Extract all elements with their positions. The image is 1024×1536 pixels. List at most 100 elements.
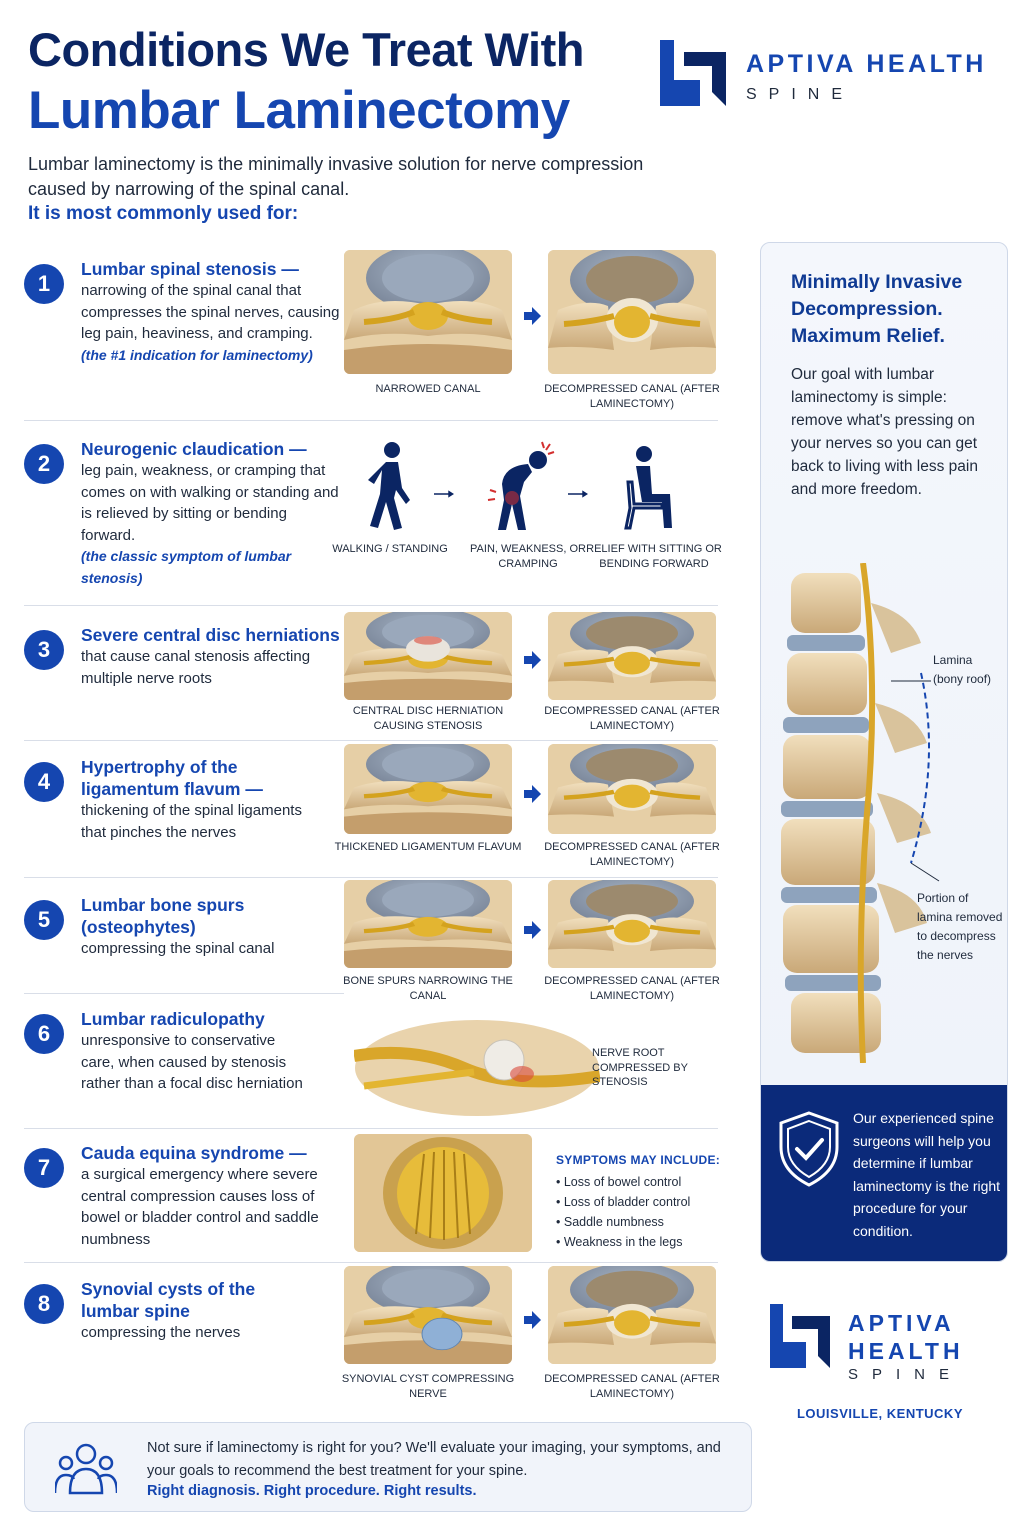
figure-caption: NERVE ROOT COMPRESSED BY STENOSIS (592, 1047, 688, 1088)
footer-text: Not sure if laminectomy is right for you… (147, 1440, 721, 1479)
intro-text: Lumbar laminectomy is the minimally inva… (28, 154, 644, 199)
divider (24, 1262, 718, 1263)
condition-text: Cauda equina syndrome — a surgical emerg… (81, 1142, 321, 1250)
condition-text: Lumbar bone spurs (osteophytes) compress… (81, 894, 301, 960)
caption-right: DECOMPRESSED CANAL (AFTER LAMINECTOMY) (544, 841, 720, 868)
arrow-right-icon (434, 490, 454, 498)
brand-logo-bottom: APTIVA HEALTH SPINE (770, 1300, 1010, 1390)
condition-heading: Severe central disc herniations (81, 625, 340, 645)
condition-body: narrowing of the spinal canal that compr… (81, 282, 340, 342)
condition-row-4: 4 Hypertrophy of the ligamentum flavum —… (24, 744, 720, 876)
synovial-cyst-illustration (344, 1266, 512, 1364)
condition-row-3: 3 Severe central disc herniations that c… (24, 612, 720, 739)
condition-row-7: 7 Cauda equina syndrome — a surgical eme… (24, 1134, 718, 1260)
surgeon-callout: Our experienced spine surgeons will help… (761, 1085, 1007, 1261)
brand-mark-icon (770, 1304, 830, 1368)
footer-banner: Not sure if laminectomy is right for you… (24, 1422, 752, 1512)
footer-tagline: Right diagnosis. Right procedure. Right … (147, 1483, 477, 1499)
intro-subheading: It is most commonly used for: (28, 203, 299, 224)
caption-left: NARROWED CANAL (375, 383, 481, 395)
condition-number: 8 (24, 1284, 64, 1324)
panel-title: Minimally Invasive Decompression. Maximu… (791, 271, 963, 347)
condition-row-1: 1 Lumbar spinal stenosis — narrowing of … (24, 250, 720, 418)
callout-text: Our experienced spine surgeons will help… (853, 1110, 1001, 1239)
condition-row-6: 6 Lumbar radiculopathy unresponsive to c… (24, 1008, 718, 1128)
caption-left: BONE SPURS NARROWING THE CANAL (343, 975, 513, 1002)
figure-caption: WALKING / STANDING (332, 543, 448, 555)
caption-left: CENTRAL DISC HERNIATION CAUSING STENOSIS (352, 705, 504, 732)
condition-number: 6 (24, 1014, 64, 1054)
condition-heading: Hypertrophy of the ligamentum flavum — (81, 757, 263, 799)
condition-heading: Lumbar bone spurs (osteophytes) (81, 895, 245, 937)
condition-row-2: 2 Neurogenic claudication — leg pain, we… (24, 438, 722, 603)
symptoms-title: SYMPTOMS MAY INCLUDE: (556, 1153, 721, 1167)
bone-spurs-illustration (344, 880, 512, 968)
condition-text: Synovial cysts of the lumbar spine compr… (81, 1278, 311, 1344)
arrow-right-icon (524, 1311, 541, 1329)
info-panel: Minimally Invasive Decompression. Maximu… (760, 242, 1008, 1262)
location-text: LOUISVILLE, KENTUCKY (796, 1406, 963, 1421)
decompressed-canal-illustration (548, 250, 716, 374)
walking-person-icon (368, 442, 410, 530)
condition-text: Severe central disc herniations that cau… (81, 624, 351, 689)
condition-body: thickening of the spinal ligaments that … (81, 802, 302, 841)
divider (24, 877, 718, 878)
condition-heading: Lumbar radiculopathy (81, 1009, 265, 1029)
arrow-right-icon (524, 307, 541, 325)
page-title-line1: Conditions We Treat With (28, 23, 584, 76)
divider (24, 420, 718, 421)
caption-right: DECOMPRESSED CANAL (AFTER LAMINECTOMY) (544, 1373, 720, 1400)
condition-heading: Neurogenic claudication — (81, 439, 307, 459)
thickened-ligament-illustration (344, 744, 512, 834)
brand-name-line1: APTIVA (848, 1310, 955, 1336)
figure-caption: RELIEF WITH SITTING OR BENDING FORWARD (586, 543, 722, 570)
condition-body: leg pain, weakness, or cramping that com… (81, 462, 339, 544)
condition-body: a surgical emergency where severe centra… (81, 1166, 319, 1248)
disc-herniation-illustration (344, 612, 512, 700)
symptoms-list: Loss of bowel control Loss of bladder co… (556, 1172, 690, 1252)
caption-right: DECOMPRESSED CANAL (AFTER LAMINECTOMY) (544, 705, 720, 732)
caption-right: DECOMPRESSED CANAL (AFTER LAMINECTOMY) (544, 975, 720, 1002)
condition-note: (the #1 indication for laminectomy) (81, 346, 313, 363)
condition-note: (the classic symptom of lumbar stenosis) (81, 548, 292, 586)
condition-number: 4 (24, 762, 64, 802)
decompressed-canal-illustration (548, 744, 716, 834)
condition-body: compressing the nerves (81, 1324, 241, 1341)
condition-heading: Cauda equina syndrome — (81, 1143, 307, 1163)
brand-name: APTIVA HEALTH (746, 50, 987, 78)
brand-mark-icon (660, 40, 726, 106)
brand-name-line2: HEALTH (848, 1338, 964, 1364)
list-item: Saddle numbness (556, 1212, 690, 1232)
condition-text: Lumbar spinal stenosis — narrowing of th… (81, 258, 341, 366)
divider (24, 740, 718, 741)
condition-number: 3 (24, 630, 64, 670)
arrow-right-icon (524, 921, 541, 939)
condition-row-5: 5 Lumbar bone spurs (osteophytes) compre… (24, 880, 720, 1002)
condition-body: compressing the spinal canal (81, 940, 275, 957)
arrow-right-icon (524, 651, 541, 669)
people-group-icon (55, 1443, 117, 1495)
label-lamina: Lamina (bony roof) (933, 653, 992, 686)
brand-logo-top: APTIVA HEALTH SPINE (660, 40, 1020, 110)
arrow-right-icon (524, 785, 541, 803)
condition-number: 5 (24, 900, 64, 940)
sitting-person-icon (624, 446, 672, 530)
list-item: Loss of bowel control (556, 1172, 690, 1192)
condition-body: that cause canal stenosis affecting mult… (81, 648, 311, 687)
brand-sub: SPINE (848, 1366, 964, 1383)
pain-bending-person-icon (487, 441, 555, 530)
decompressed-canal-illustration (548, 1266, 716, 1364)
condition-number: 7 (24, 1148, 64, 1188)
arrow-right-icon (568, 490, 588, 498)
shield-check-icon (779, 1111, 839, 1187)
figure-caption: PAIN, WEAKNESS, OR CRAMPING (470, 543, 586, 570)
condition-heading: Lumbar spinal stenosis — (81, 259, 299, 279)
decompressed-canal-illustration (548, 880, 716, 968)
panel-text: Our goal with lumbar laminectomy is simp… (791, 366, 978, 498)
condition-number: 1 (24, 264, 64, 304)
condition-row-8: 8 Synovial cysts of the lumbar spine com… (24, 1266, 720, 1408)
label-lamina-removed: Portion of lamina removed to decompress … (917, 891, 1003, 962)
condition-text: Hypertrophy of the ligamentum flavum — t… (81, 756, 321, 843)
condition-number: 2 (24, 444, 64, 484)
caption-left: THICKENED LIGAMENTUM FLAVUM (334, 841, 522, 853)
